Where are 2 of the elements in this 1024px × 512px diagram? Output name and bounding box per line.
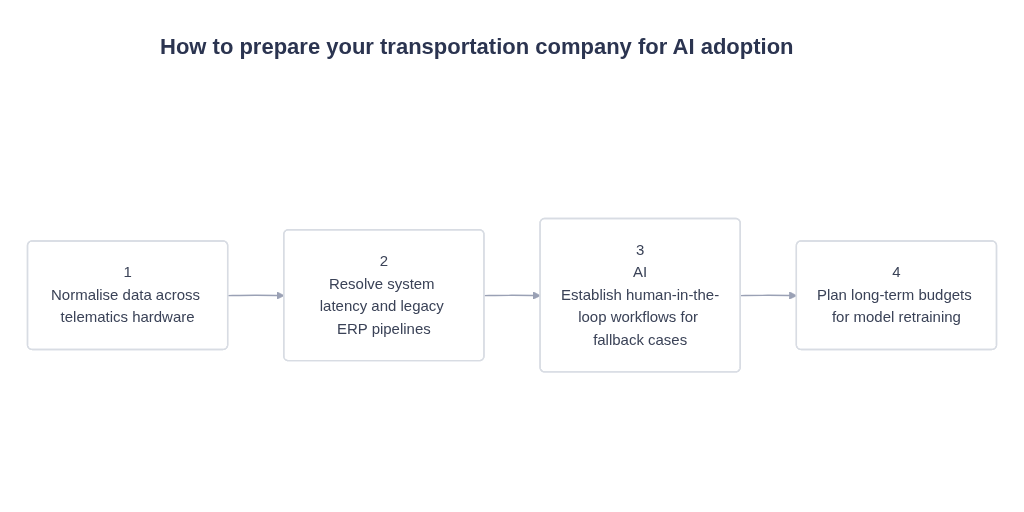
diagram-title: How to prepare your transportation company for AI adoption	[160, 34, 794, 60]
arrow	[483, 291, 541, 300]
